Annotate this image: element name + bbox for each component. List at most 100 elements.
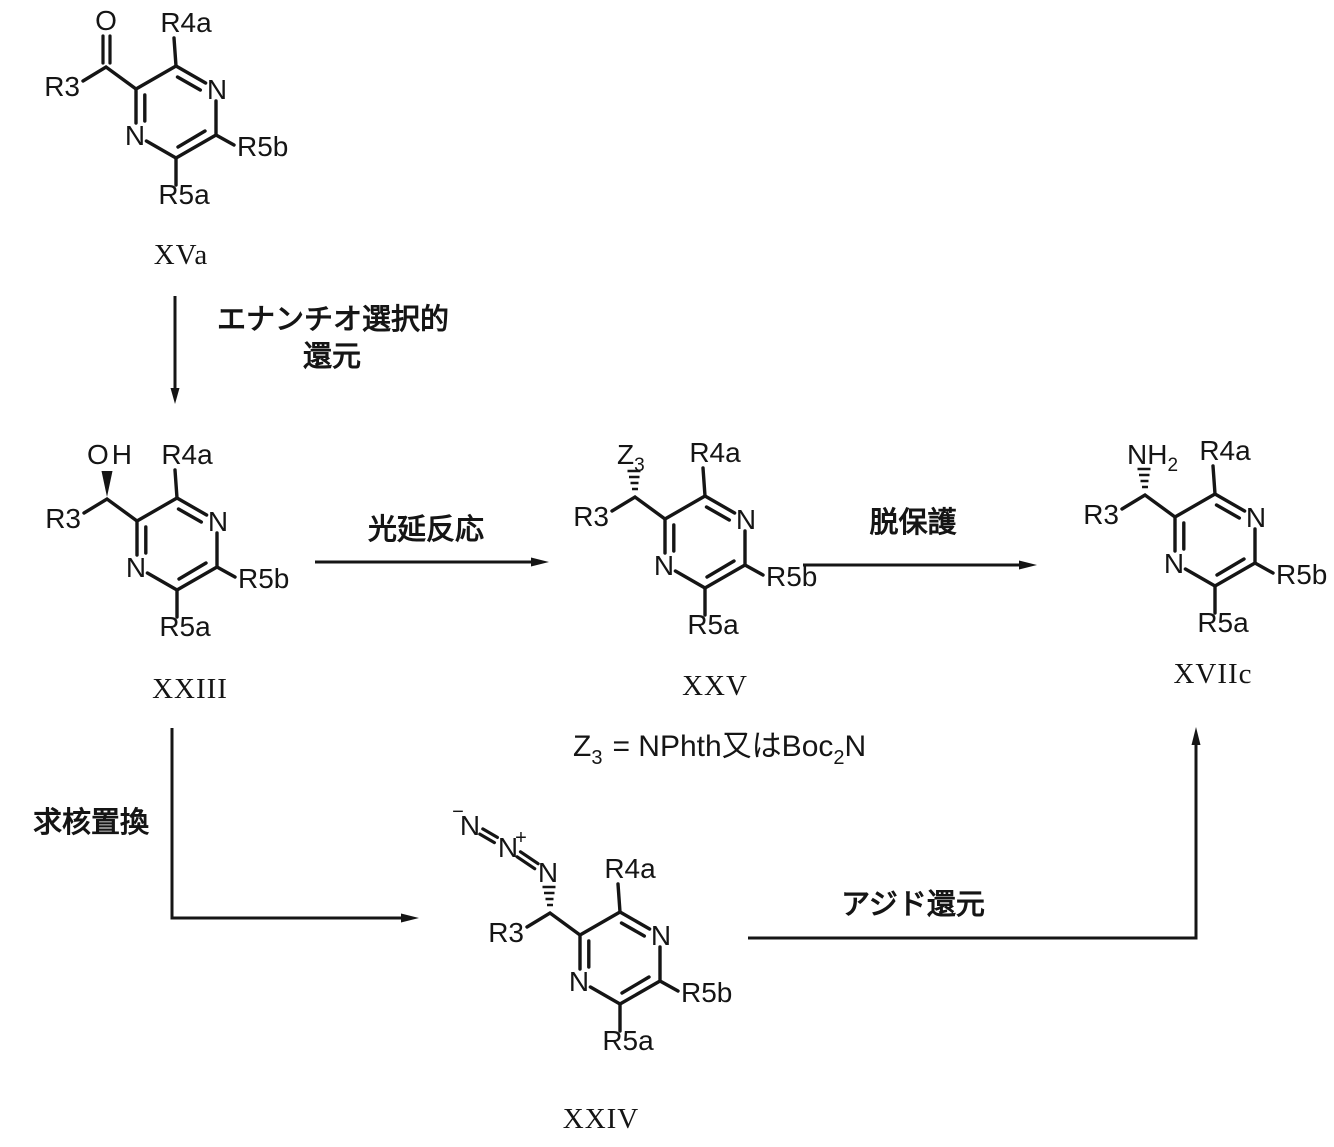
z3-z: Z	[617, 439, 634, 470]
note-boc-subscript: 2	[833, 747, 844, 769]
substituent-label-r4a: R4a	[604, 853, 656, 884]
stereo-wedge-bond	[101, 471, 113, 497]
substituent-label-r5b: R5b	[238, 563, 289, 594]
side-chain-bonds	[82, 496, 139, 523]
stereo-hash-bond	[627, 469, 641, 491]
arrow-mitsunobu-reaction: 光延反応	[315, 513, 549, 567]
step-label-deprotection: 脱保護	[869, 505, 957, 539]
structure-xxiv: N N N N N + − R4a R5b R5a R3 XXIV	[452, 801, 732, 1135]
substituent-label-r4a: R4a	[689, 437, 741, 468]
substituent-label-r3: R3	[45, 503, 81, 534]
ring-nitrogen-label: N	[651, 920, 671, 951]
stereo-hash-bond	[1137, 467, 1151, 489]
arrow-deprotection: 脱保護	[803, 505, 1037, 570]
azide-plus-charge: +	[515, 827, 527, 849]
structure-label-xxiii: XXIII	[152, 673, 228, 705]
note-body: = NPhth又はBoc	[612, 730, 833, 763]
substituent-label-r4a: R4a	[160, 7, 212, 38]
arrow-nucleophilic-substitution: 求核置換	[33, 728, 419, 923]
arrowhead-right-icon	[401, 913, 419, 923]
ring-nitrogen-label: N	[207, 74, 227, 105]
pyrazine-ring-bonds	[663, 494, 747, 590]
side-chain-bonds	[610, 494, 667, 521]
substituent-label-r5b: R5b	[237, 131, 288, 162]
arrow-azide-reduction: アジド還元	[748, 727, 1201, 940]
substituent-label-r3: R3	[1083, 499, 1119, 530]
arrow-enantioselective-reduction: エナンチオ選択的 還元	[170, 296, 449, 404]
ring-nitrogen-label: N	[126, 552, 146, 583]
step-label-mitsunobu: 光延反応	[368, 513, 484, 546]
ring-nitrogen-label: N	[208, 506, 228, 537]
pyrazine-ring-bonds	[134, 64, 218, 160]
carbonyl-double-bond	[101, 34, 112, 65]
ring-nitrogen-label: N	[736, 504, 756, 535]
amine-nh: NH	[1127, 439, 1167, 470]
hydroxyl-label: OH	[87, 439, 135, 470]
arrowhead-down-icon	[170, 388, 180, 404]
step-label-enantioselective: エナンチオ選択的	[217, 302, 449, 336]
arrowhead-right-icon	[531, 557, 549, 567]
carbonyl-oxygen-label: O	[95, 5, 117, 36]
azide-nitrogen-3-label: N	[460, 810, 480, 841]
substituent-label-r4a: R4a	[161, 439, 213, 470]
amine-group-label: NH2	[1127, 439, 1178, 476]
z3-subscript: 3	[634, 455, 645, 476]
reaction-arrows: エナンチオ選択的 還元 光延反応 脱保護 求核置換 アジド還元	[33, 296, 1201, 940]
substituent-bonds	[173, 468, 237, 619]
substituent-label-r5b: R5b	[1276, 559, 1327, 590]
pyrazine-ring-bonds	[578, 910, 662, 1006]
structure-xviic: N N NH2 R4a R5b R5a R3 XVIIc	[1083, 435, 1327, 690]
structure-label-xxv: XXV	[682, 670, 748, 702]
side-chain-bonds	[81, 64, 138, 91]
azide-double-bond-2	[478, 827, 499, 845]
arrow-elbow-shaft	[170, 728, 403, 920]
pyrazine-ring-bonds	[1173, 492, 1257, 588]
side-chain-bonds	[525, 910, 582, 937]
substituent-label-r3: R3	[44, 71, 80, 102]
substituent-label-r3: R3	[488, 917, 524, 948]
amine-subscript: 2	[1167, 455, 1178, 476]
substituent-label-r5a: R5a	[602, 1025, 654, 1056]
structure-xva: N N O R4a R5b R5a R3 XVa	[44, 5, 288, 271]
structure-xxiii: N N OH R4a R5b R5a R3 XXIII	[45, 439, 289, 705]
azide-minus-charge: −	[452, 801, 464, 823]
structure-xxv: N N Z3 R4a R5b R5a R3 XXV	[573, 437, 817, 702]
substituent-bonds	[172, 36, 236, 187]
azide-nitrogen-2-label: N	[498, 832, 518, 863]
note-n: N	[845, 730, 867, 763]
step-label-reduction: 還元	[303, 340, 361, 373]
azide-nitrogen-1-label: N	[538, 857, 558, 888]
pyrazine-ring-bonds	[135, 496, 219, 592]
ring-nitrogen-label: N	[654, 550, 674, 581]
ring-nitrogen-label: N	[1246, 502, 1266, 533]
step-label-nucleophilic-substitution: 求核置換	[33, 806, 150, 839]
substituent-label-r5a: R5a	[687, 609, 739, 640]
substituent-label-r3: R3	[573, 501, 609, 532]
step-label-azide-reduction: アジド還元	[841, 888, 985, 921]
ring-nitrogen-label: N	[1164, 548, 1184, 579]
substituent-label-r5b: R5b	[681, 977, 732, 1008]
arrow-elbow-shaft	[748, 743, 1198, 940]
stereo-hash-bond	[542, 885, 556, 907]
substituent-bonds	[1211, 464, 1275, 615]
structure-label-xva: XVa	[154, 239, 209, 271]
substituent-bonds	[701, 466, 765, 617]
substituent-label-r5a: R5a	[158, 179, 210, 210]
structure-label-xxiv: XXIV	[563, 1103, 640, 1135]
azide-double-bond-1	[515, 850, 540, 871]
note-z-subscript: 3	[591, 747, 602, 769]
z3-definition-note: Z3 = NPhth又はBoc2N	[573, 730, 866, 769]
substituent-label-r5a: R5a	[1197, 607, 1249, 638]
substituent-bonds	[616, 882, 680, 1033]
ring-nitrogen-label: N	[569, 966, 589, 997]
note-z: Z	[573, 730, 591, 763]
structure-label-xviic: XVIIc	[1173, 658, 1252, 690]
substituent-label-r5a: R5a	[159, 611, 211, 642]
substituent-label-r4a: R4a	[1199, 435, 1251, 466]
ring-nitrogen-label: N	[125, 120, 145, 151]
arrowhead-right-icon	[1019, 560, 1037, 570]
z3-group-label: Z3	[617, 439, 645, 476]
side-chain-bonds	[1120, 492, 1177, 519]
